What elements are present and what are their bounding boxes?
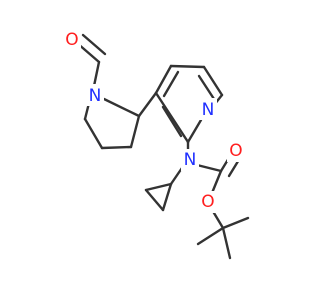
pyridine-nitrogen-label: N: [202, 100, 215, 120]
bond-pyridine-c2-c3-inner: [161, 105, 183, 138]
bond-pyridine-c5-c6-inner: [197, 74, 216, 101]
bond-formyl-c-o-double: [81, 33, 107, 56]
bond-pyridine-c2-c3: [154, 91, 190, 144]
bond-tbutyl-methyl-3: [221, 226, 232, 260]
amide-nitrogen-label: N: [184, 150, 197, 170]
bond-pyridine-c3-c4: [154, 64, 173, 95]
bond-cyclopropyl-1: [144, 182, 173, 192]
formyl-oxygen-label: O: [65, 30, 78, 50]
bond-pyridine-n-c2: [186, 118, 203, 144]
bond-pyridine-c3-c4-inner: [162, 70, 180, 98]
bond-carbonyl-c-ester-o: [210, 169, 223, 195]
bond-pyridine-c5-c6: [202, 65, 224, 97]
atom-labels: O N N N O O: [63, 28, 245, 213]
bond-pyrrolidine-c3-c4: [100, 145, 133, 150]
bond-cyclopropyl-2: [144, 188, 165, 212]
bond-pyrrolidine-c2-c3: [129, 114, 141, 149]
bond-pyrrolidine-pyridine: [137, 91, 158, 118]
bond-pyrrolidine-c4-c5: [83, 117, 104, 150]
molecule-diagram: O N N N O O: [63, 28, 250, 260]
pyrrolidine-nitrogen-label: N: [89, 86, 102, 106]
bond-pyrrolidine-n-c2: [102, 97, 141, 118]
bond-amide-n-carbonyl: [195, 163, 223, 173]
bonds: [75, 33, 250, 260]
bond-formyl-c-n: [92, 60, 101, 88]
bond-tbutyl-methyl-2: [221, 216, 250, 230]
bond-cyclopropyl-3: [161, 182, 173, 212]
ester-oxygen-label: O: [201, 192, 214, 212]
bond-tbutyl-methyl-1: [196, 226, 225, 246]
molecule-svg: O N N N O O: [63, 28, 250, 260]
bond-pyridine-c4-c5: [169, 64, 206, 69]
carbonyl-oxygen-label: O: [229, 141, 242, 161]
